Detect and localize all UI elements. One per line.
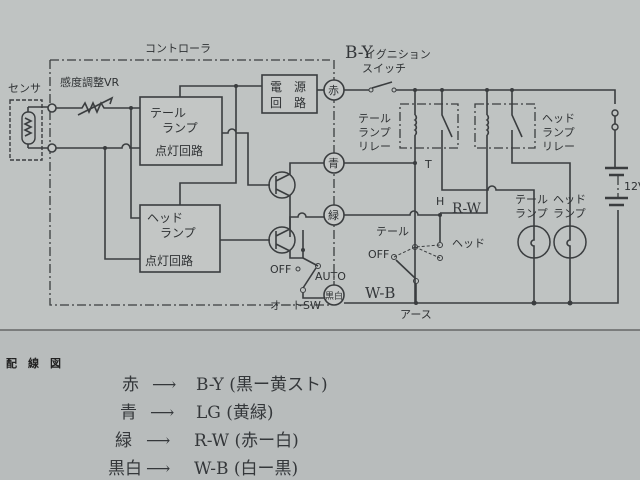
handwritten-rw-note: R-W xyxy=(452,201,482,217)
legend-row: 黒白 ⟶ W-B (白ー黒) xyxy=(108,459,298,479)
tail-lamp-circuit: テール ランプ 点灯回路 xyxy=(139,96,223,166)
arrow-icon: ⟶ xyxy=(146,431,170,451)
legend-row: 緑 ⟶ R-W (赤ー白) xyxy=(115,431,299,451)
wire-color-legend: 配 線 図 赤 ⟶ B-Y (黒ー黄スト) 青 ⟶ LG (黄緑) 緑 ⟶ R-… xyxy=(6,356,328,479)
arrow-icon: ⟶ xyxy=(146,459,170,479)
sensor: センサ xyxy=(8,82,52,161)
tail-relay-label-3: リレー xyxy=(358,140,391,153)
head-lamp-circuit: ヘッド ランプ 点灯回路 xyxy=(139,204,221,273)
light-switch: テール ヘッド OFF アース xyxy=(368,213,485,321)
tail-circuit-label-2: ランプ xyxy=(162,121,198,135)
switch-off-label: OFF xyxy=(368,248,389,261)
tail-circuit-label-3: 点灯回路 xyxy=(155,143,203,158)
arrow-icon: ⟶ xyxy=(150,403,174,423)
legend-to: B-Y (黒ー黄スト) xyxy=(196,375,328,395)
power-circuit-label-1: 電 源 xyxy=(270,80,306,94)
head-relay-label-1: ヘッド xyxy=(542,112,575,125)
legend-from: 赤 xyxy=(122,375,139,395)
switch-tail-label: テール xyxy=(376,225,409,238)
tail-relay-label-1: テール xyxy=(358,112,391,125)
tail-circuit-label-1: テール xyxy=(150,106,186,120)
terminal-wires xyxy=(344,162,440,216)
off-label: OFF xyxy=(270,263,291,276)
vr-label: 感度調整VR xyxy=(60,75,120,89)
battery-label: 12V xyxy=(624,180,640,193)
power-circuit: 電 源 回 路 xyxy=(261,74,318,114)
tail-lamp-relay: テール ランプ リレー xyxy=(358,90,535,303)
tail-lamp-label-2: ランプ xyxy=(515,207,548,220)
auto-sw-label: オートSW xyxy=(270,299,321,312)
legend-title: 配 線 図 xyxy=(6,356,61,370)
legend-row: 赤 ⟶ B-Y (黒ー黄スト) xyxy=(122,375,328,395)
sensitivity-vr: 感度調整VR xyxy=(56,75,140,260)
tail-relay-label-2: ランプ xyxy=(358,126,391,139)
handwritten-by-note: B-Y xyxy=(345,43,374,63)
transistor-head xyxy=(268,212,330,259)
fuse xyxy=(611,109,619,168)
terminal-black-white: 黒白 xyxy=(323,284,345,306)
terminal-red-label: 赤 xyxy=(328,84,339,97)
controller-label: コントローラ xyxy=(145,42,211,55)
legend-to: W-B (白ー黒) xyxy=(194,459,298,479)
terminal-blue: 青 xyxy=(323,152,345,174)
ground-wire xyxy=(344,210,619,304)
terminal-green-label: 緑 xyxy=(328,208,339,222)
tail-lamp: テール ランプ xyxy=(515,193,551,303)
terminal-black-white-label: 黒白 xyxy=(325,290,343,302)
head-lamp: ヘッド ランプ xyxy=(553,193,587,303)
power-circuit-label-2: 回 路 xyxy=(270,95,306,110)
ignition-label-1: イグニション xyxy=(365,47,431,61)
head-relay-label-3: リレー xyxy=(542,140,575,153)
transistor-tail xyxy=(268,162,330,237)
head-lamp-label-2: ランプ xyxy=(553,207,586,220)
terminal-red: 赤 xyxy=(323,79,345,101)
tail-lamp-label-1: テール xyxy=(515,193,548,206)
head-circuit-label-2: ランプ xyxy=(160,226,196,240)
battery-12v: 12V xyxy=(605,166,640,207)
head-circuit-label-3: 点灯回路 xyxy=(145,253,193,268)
ignition-switch: B-Y イグニション スイッチ xyxy=(344,43,616,104)
auto-switch: OFF AUTO オートSW xyxy=(270,257,346,312)
legend-from: 青 xyxy=(120,403,137,423)
auto-label: AUTO xyxy=(315,270,346,283)
earth-label: アース xyxy=(400,308,432,321)
handwritten-wb-note: W-B xyxy=(365,284,395,302)
sensor-terminal-1 xyxy=(47,103,57,113)
ignition-label-2: スイッチ xyxy=(362,62,406,75)
legend-from: 緑 xyxy=(115,431,132,451)
head-circuit-label-1: ヘッド xyxy=(147,211,183,225)
head-lamp-relay: ヘッド ランプ リレー xyxy=(440,90,575,232)
legend-to: LG (黄緑) xyxy=(196,403,274,423)
legend-to: R-W (赤ー白) xyxy=(194,431,299,451)
terminal-blue-label: 青 xyxy=(328,157,339,170)
sensor-terminal-2 xyxy=(47,143,57,153)
sensor-label: センサ xyxy=(8,82,41,95)
terminal-green: 緑 xyxy=(323,204,345,226)
arrow-icon: ⟶ xyxy=(152,375,176,395)
t-label: T xyxy=(424,158,432,171)
head-relay-label-2: ランプ xyxy=(542,126,575,139)
legend-row: 青 ⟶ LG (黄緑) xyxy=(120,403,274,423)
switch-head-label: ヘッド xyxy=(452,237,485,250)
legend-from: 黒白 xyxy=(108,459,142,479)
head-lamp-label-1: ヘッド xyxy=(553,193,586,206)
controller-boundary: コントローラ xyxy=(49,42,330,306)
h-label: H xyxy=(436,195,444,208)
internal-wiring xyxy=(179,85,270,241)
